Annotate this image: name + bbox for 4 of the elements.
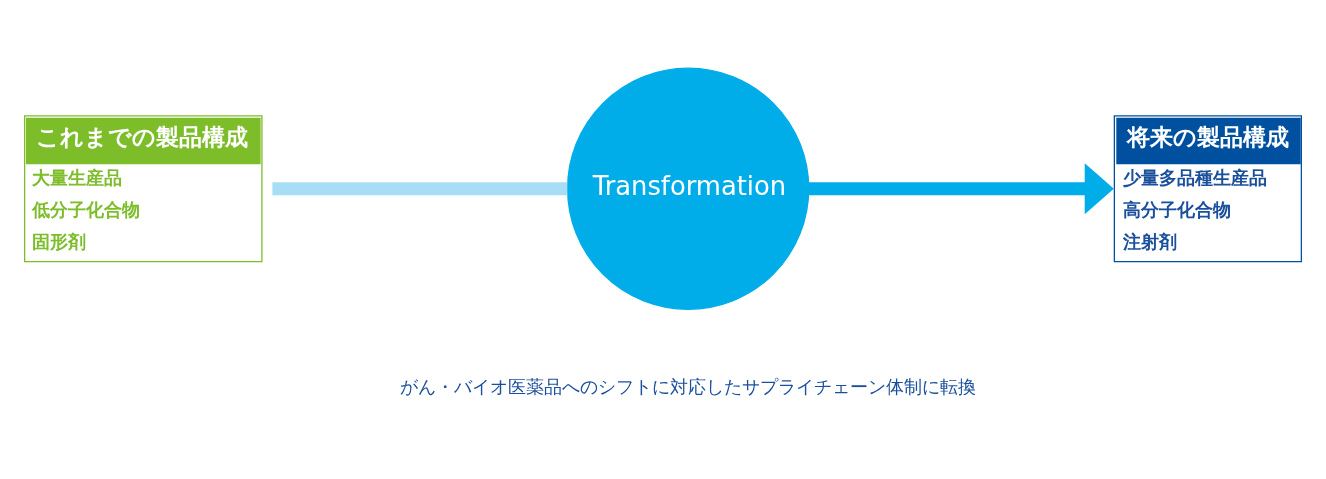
node-label: がん・バイオ医薬品へのシフトに対応したサプライチェーン体制に転換 xyxy=(400,375,977,397)
arrow xyxy=(808,162,1114,214)
node-circle: Transformation xyxy=(566,67,810,310)
connector xyxy=(272,181,568,195)
